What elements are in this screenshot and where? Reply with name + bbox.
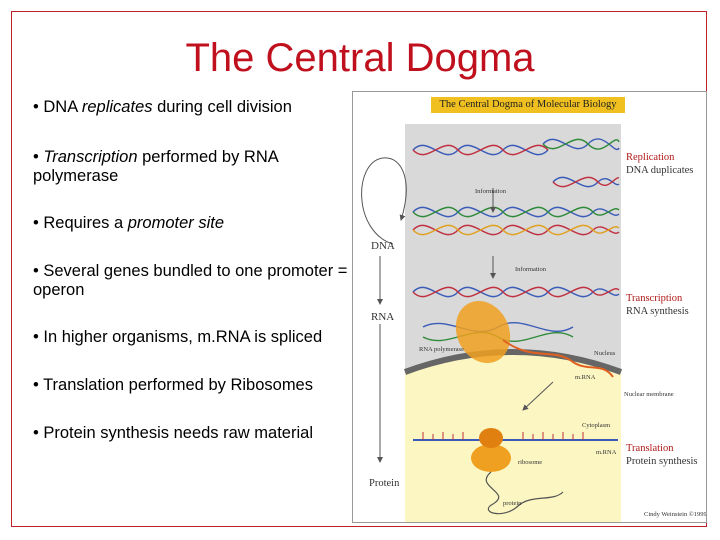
bullet-translation: • Translation performed by Ribosomes [33, 376, 313, 394]
bullet-operon: • Several genes bundled to one promoter … [33, 262, 348, 299]
label-protein-inner: protein [503, 500, 522, 507]
label-translation: Translation [626, 443, 674, 454]
label-mrna-2: m.RNA [596, 449, 617, 456]
nuclear-membrane-line [403, 349, 623, 375]
label-information-2: Information [515, 266, 547, 273]
slide-title: The Central Dogma [185, 36, 535, 80]
figure-title: The Central Dogma of Molecular Biology [431, 97, 625, 113]
mrna-bases [422, 432, 584, 440]
figure-credit: Cindy Weinstein ©1999 [644, 511, 707, 518]
label-mrna-1: m.RNA [575, 374, 596, 381]
cytoplasm-background [405, 352, 621, 522]
rna-polymerase-blob [455, 300, 511, 364]
mrna-export-arrow [522, 381, 554, 411]
ribosome-large-subunit [479, 428, 503, 448]
dna-helix-transcription [412, 286, 620, 343]
label-protein-left: Protein [369, 478, 400, 489]
label-dna-duplicates: DNA duplicates [626, 165, 694, 176]
bullet-splicing: • In higher organisms, m.RNA is spliced [33, 328, 323, 346]
central-dogma-illustration [361, 124, 623, 522]
label-nucleus: Nucleus [594, 350, 616, 357]
label-ribosome: ribosome [518, 459, 543, 466]
label-information-1: Information [475, 188, 507, 195]
label-rna-polymerase: RNA polymerase [419, 346, 464, 353]
bullet-raw-material: • Protein synthesis needs raw material [33, 424, 313, 442]
bullet-transcription: • Transcription performed by RNA polymer… [33, 148, 278, 185]
label-protein-synthesis: Protein synthesis [626, 456, 698, 467]
label-rna: RNA [371, 311, 395, 323]
ribosome-small-subunit [471, 444, 511, 472]
central-dogma-figure: The Central Dogma of Molecular Biology D… [352, 91, 707, 523]
bullet-promoter: • Requires a promoter site [33, 214, 225, 232]
label-transcription: Transcription [626, 293, 683, 304]
label-cytoplasm: Cytoplasm [582, 422, 611, 429]
nucleus-background [405, 124, 621, 372]
label-replication: Replication [626, 152, 675, 163]
bullet-dna-replication: • DNA replicates during cell division [33, 98, 292, 116]
label-rna-synthesis: RNA synthesis [626, 306, 689, 317]
replication-loop-arrow [361, 157, 407, 245]
label-dna: DNA [371, 240, 395, 252]
protein-chain [485, 471, 564, 515]
mrna-strand-nucleus [502, 339, 614, 378]
label-nuclear-membrane: Nuclear membrane [624, 391, 674, 398]
dna-helices-replication [412, 138, 620, 236]
